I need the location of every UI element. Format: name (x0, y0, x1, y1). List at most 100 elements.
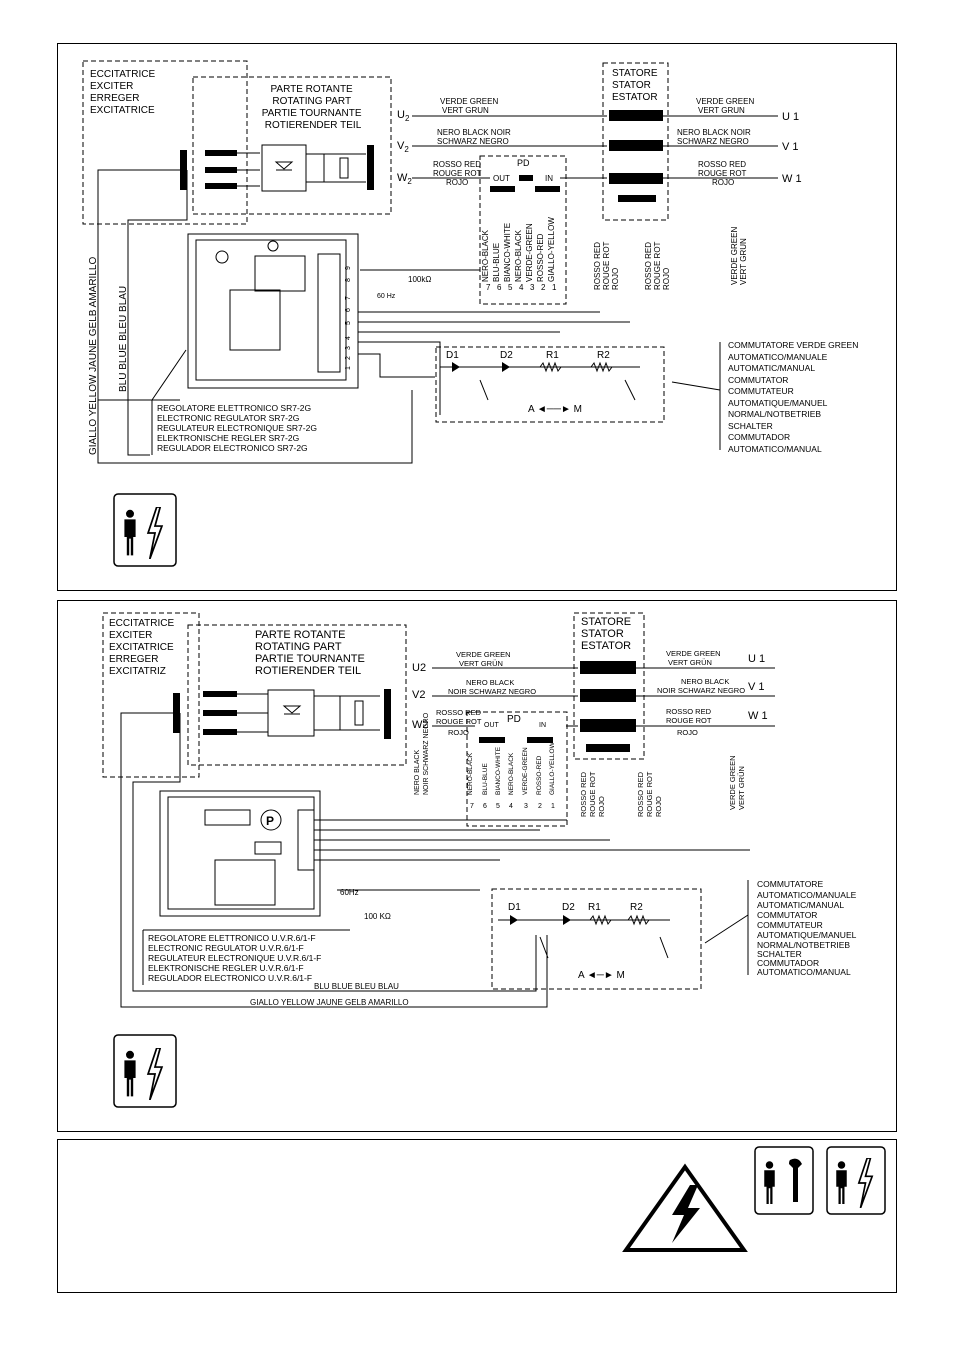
electric-shock-person-icon (113, 493, 177, 567)
yellow-wire-label: GIALLO YELLOW JAUNE GELB AMARILLO (88, 257, 99, 455)
electric-shock-person-icon-2 (113, 1034, 177, 1108)
svg-text:6: 6 (497, 283, 502, 292)
pd-label: PD (517, 158, 530, 168)
aux-winding (618, 195, 656, 202)
svg-text:2: 2 (541, 283, 546, 292)
svg-text:NERO-BLACK: NERO-BLACK (508, 752, 515, 795)
uvr6-regulator-description: REGOLATORE ELETTRONICO U.V.R.6/1-F ELECT… (148, 933, 324, 983)
svg-text:1: 1 (552, 283, 557, 292)
terminal-w1: W 1 (782, 173, 802, 185)
rectifier-bridge (261, 144, 307, 192)
terminal-w2-2: W2 (412, 719, 429, 731)
diode-d2-label: D2 (500, 350, 513, 361)
exciter-label: ECCITATRICE EXCITER ERREGER EXCITATRICE (90, 69, 158, 116)
svg-text:3: 3 (530, 283, 535, 292)
pd-in-label-2: IN (539, 722, 546, 729)
red-vert-label-2a: ROSSO REDROUGE ROTROJO (579, 771, 606, 817)
electric-shock-person-icon-3 (826, 1146, 886, 1215)
svg-text:3: 3 (524, 803, 528, 810)
sr7-regulator-board (187, 233, 359, 389)
resistor-r1-label-2: R1 (588, 902, 601, 913)
svg-text:VERDE-GREEN: VERDE-GREEN (522, 747, 529, 795)
svg-text:7: 7 (470, 803, 474, 810)
svg-text:3: 3 (345, 346, 352, 350)
diagram-panel-uvr6 (57, 600, 897, 1132)
potentiometer-p (260, 809, 282, 831)
svg-text:7: 7 (486, 283, 491, 292)
terminal-v2-2: V2 (412, 689, 425, 701)
jumper-60hz-label-2: 60Hz (340, 888, 359, 897)
auto-manual-switch-box (435, 346, 665, 423)
warning-panel (57, 1139, 897, 1293)
pd-pin-numbers-2: 7 6 5 4 3 2 1 (470, 803, 555, 810)
stator-box-2 (573, 612, 645, 760)
diagram-panel-sr7 (57, 43, 897, 591)
rotating-part-box (192, 76, 392, 215)
svg-text:2: 2 (345, 356, 352, 360)
diode-d1-label: D1 (446, 350, 459, 361)
svg-text:5: 5 (508, 283, 513, 292)
terminal-u1-2: U 1 (748, 653, 765, 665)
svg-text:BLU-BLUE: BLU-BLUE (482, 763, 489, 795)
diode-d2-label-2: D2 (562, 902, 575, 913)
exciter-winding (180, 150, 187, 190)
pd-label-2: PD (507, 714, 521, 725)
svg-text:7: 7 (345, 296, 352, 300)
stator-box (602, 62, 669, 221)
stator-winding-w (609, 173, 663, 184)
svg-text:6: 6 (345, 308, 352, 312)
exciter-box-2 (102, 612, 200, 778)
svg-text:BLU-BLUE: BLU-BLUE (492, 243, 501, 282)
stator-winding-u (609, 110, 663, 121)
terminal-v1-2: V 1 (748, 681, 765, 693)
svg-text:4: 4 (519, 283, 524, 292)
resistor-100k-label-2: 100 KΩ (364, 912, 391, 921)
yellow-wire-label-2: GIALLO YELLOW JAUNE GELB AMARILLO (250, 998, 409, 1007)
resistor-100k-label: 100kΩ (408, 275, 431, 284)
diagram2: ECCITATRICE EXCITER EXCITATRICE ERREGER … (102, 612, 857, 1108)
rotating-part-box-2 (187, 624, 407, 766)
red-vert-label-1: ROSSO REDROUGE ROTROJO (593, 241, 620, 290)
jumper-60hz-label: 60 Hz (377, 293, 396, 300)
sr7-regulator-description: REGOLATORE ELETTRONICO SR7-2G ELECTRONIC… (157, 403, 319, 453)
svg-text:ROSSO-RED: ROSSO-RED (536, 755, 543, 795)
red-vert-label-2b: ROSSO REDROUGE ROTROJO (636, 771, 663, 817)
exciter-label-2: ECCITATRICE EXCITER EXCITATRICE ERREGER … (109, 618, 177, 677)
svg-text:VERDE-GREEN: VERDE-GREEN (525, 223, 534, 282)
svg-text:ROSSO-RED: ROSSO-RED (536, 233, 545, 282)
pd-wire-labels: NERO-BLACK BLU-BLUE BIANCO-WHITE NERO-BL… (481, 217, 556, 282)
pd-wire-labels-2: NERO-BLACK BLU-BLUE BIANCO-WHITE NERO-BL… (467, 741, 556, 795)
pd-pin-numbers: 7 6 5 4 3 2 1 (486, 283, 557, 292)
diagram1: ECCITATRICE EXCITER ERREGER EXCITATRICE … (82, 60, 861, 567)
green-vert-label-2: VERDE GREENVERT GRÜN (728, 755, 746, 810)
rectifier-bridge-2 (267, 689, 315, 737)
terminal-u2: U2 (397, 109, 410, 123)
rotating-part-label: PARTE ROTANTE ROTATING PART PARTIE TOURN… (262, 84, 365, 131)
sr7-terminal-numbers: 1 2 3 4 5 6 7 8 9 (345, 266, 352, 370)
diode-d1-label-2: D1 (508, 902, 521, 913)
terminal-u1: U 1 (782, 111, 799, 123)
uvr6-regulator-board (159, 790, 321, 917)
stator-winding-v (609, 140, 663, 151)
pd-box (479, 155, 567, 305)
terminal-v2: V2 (397, 140, 409, 154)
rotor-winding (367, 145, 374, 190)
switch-description: COMMUTATORE VERDE GREEN AUTOMATICO/MANUA… (728, 340, 861, 454)
red-vert-label-2: ROSSO REDROUGE ROTROJO (644, 241, 671, 290)
terminal-w1-2: W 1 (748, 710, 768, 722)
svg-text:NERO-BLACK: NERO-BLACK (467, 752, 474, 795)
auto-manual-label-2: A ◄─► M (578, 970, 625, 981)
potentiometer-label: P (266, 814, 274, 828)
svg-text:1: 1 (551, 803, 555, 810)
